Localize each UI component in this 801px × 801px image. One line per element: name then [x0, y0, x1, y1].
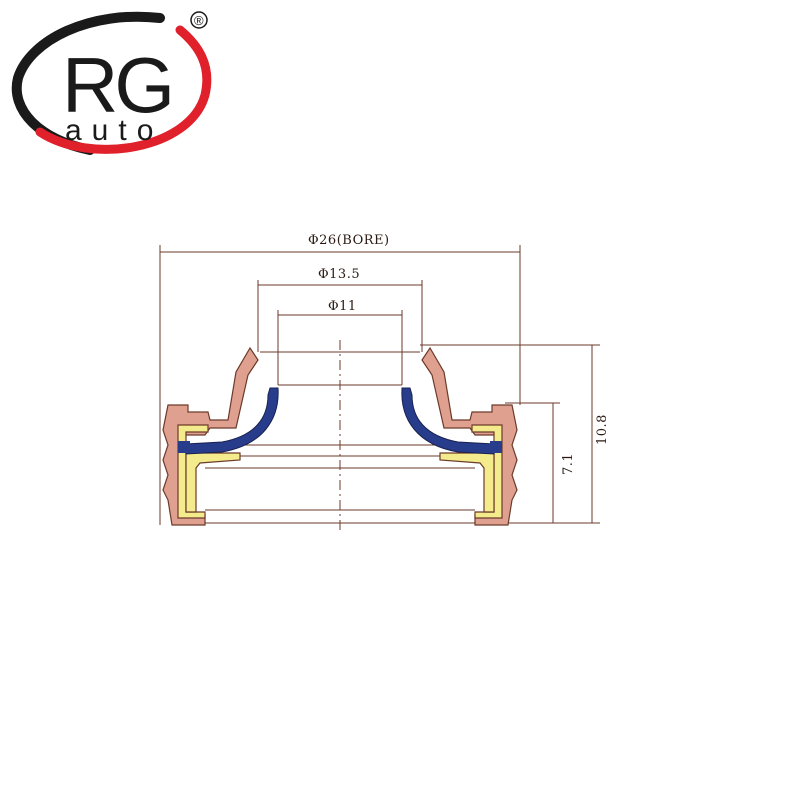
- dim-body-height-label: 7.1: [561, 453, 576, 475]
- registered-mark-ring: [190, 11, 208, 29]
- dim-total-height-label: 10.8: [595, 414, 610, 445]
- housing-left: [162, 346, 259, 526]
- logo-letters: RG: [62, 41, 171, 129]
- lip-right-base: [490, 441, 502, 453]
- lip-right: [401, 387, 495, 455]
- dim-mid-diameter-label: Φ13.5: [318, 267, 360, 282]
- registered-mark: ®: [194, 13, 204, 28]
- brand-logo: RG auto ®: [11, 11, 212, 155]
- logo-ring-red: [35, 25, 212, 154]
- logo-subtitle: auto: [65, 114, 163, 147]
- dim-inner-diameter-label: Φ11: [328, 299, 357, 314]
- lip-left-base: [178, 441, 190, 453]
- lip-left: [185, 387, 279, 455]
- spring-right: [439, 452, 495, 513]
- dimension-lines: [159, 245, 600, 530]
- dim-bore-label: Φ26(BORE): [308, 233, 390, 248]
- housing-right: [421, 346, 518, 526]
- spring-left: [185, 452, 241, 513]
- seal-right-half: [401, 346, 518, 526]
- seal-left-half: [162, 346, 279, 526]
